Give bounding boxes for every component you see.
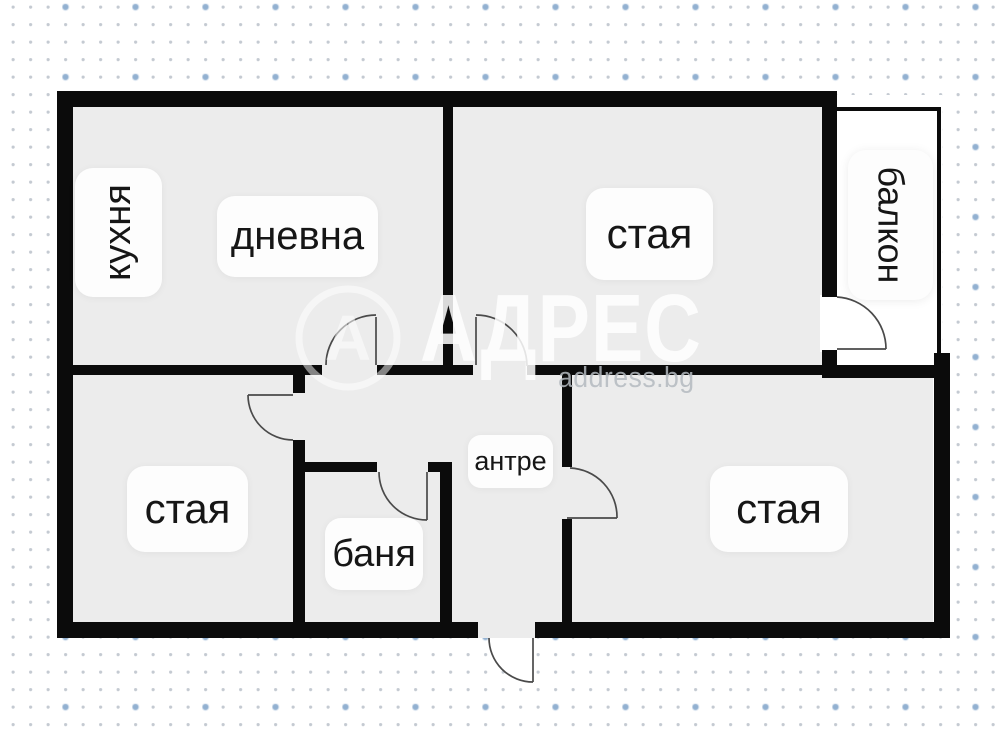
room-label-hallway-text: антре xyxy=(474,446,547,476)
wall-bedroom-left xyxy=(293,440,305,622)
wall-top xyxy=(57,91,837,107)
wall-bath-right xyxy=(440,462,452,622)
wall-divider-top-rooms xyxy=(443,103,453,365)
watermark-brand: АДРЕС xyxy=(420,275,702,382)
balcony-rail-right xyxy=(937,107,941,360)
room-label-living-room-text: дневна xyxy=(230,214,365,258)
watermark-domain: address.bg xyxy=(558,362,695,394)
wall-right xyxy=(934,353,950,638)
watermark-logo-letter: А xyxy=(325,302,371,374)
room-label-bedroom-top-text: стая xyxy=(606,210,693,257)
room-label-bedroom-left: стая xyxy=(127,466,248,552)
wall-bottom-right xyxy=(535,622,950,638)
entrance-door-swing-area xyxy=(489,638,533,682)
room-label-bedroom-top: стая xyxy=(586,188,713,280)
room-label-bathroom-text: баня xyxy=(332,532,416,575)
wall-bedroom-right xyxy=(562,519,572,622)
room-label-living-room: дневна xyxy=(217,196,378,277)
floor-entrance-threshold xyxy=(478,622,535,638)
room-label-bedroom-left-text: стая xyxy=(144,485,231,532)
wall-bedroom-right-stub xyxy=(562,370,572,467)
room-label-kitchen: кухня xyxy=(75,168,162,297)
wall-mid-b xyxy=(377,365,473,375)
room-label-kitchen-text: кухня xyxy=(97,184,139,281)
room-label-hallway: антре xyxy=(468,435,553,488)
room-label-bedroom-right: стая xyxy=(710,466,848,552)
wall-left xyxy=(57,91,73,638)
wall-mid-c xyxy=(527,365,822,375)
wall-bottom-left xyxy=(57,622,478,638)
entrance-door-arc xyxy=(488,637,534,683)
room-label-balcony: балкон xyxy=(848,150,933,300)
balcony-rail-top xyxy=(837,107,941,111)
wall-mid-a xyxy=(57,365,322,375)
balcony-door-opening xyxy=(820,295,842,352)
watermark-logo-icon: А xyxy=(295,285,401,391)
wall-balcony-upper xyxy=(822,91,837,297)
room-label-balcony-text: балкон xyxy=(870,166,912,284)
wall-mid-right xyxy=(822,365,950,378)
room-label-bedroom-right-text: стая xyxy=(736,485,822,532)
wall-bath-top-a xyxy=(305,462,377,472)
room-label-bathroom: баня xyxy=(325,518,423,590)
wall-bedroom-left-stub xyxy=(293,370,305,393)
